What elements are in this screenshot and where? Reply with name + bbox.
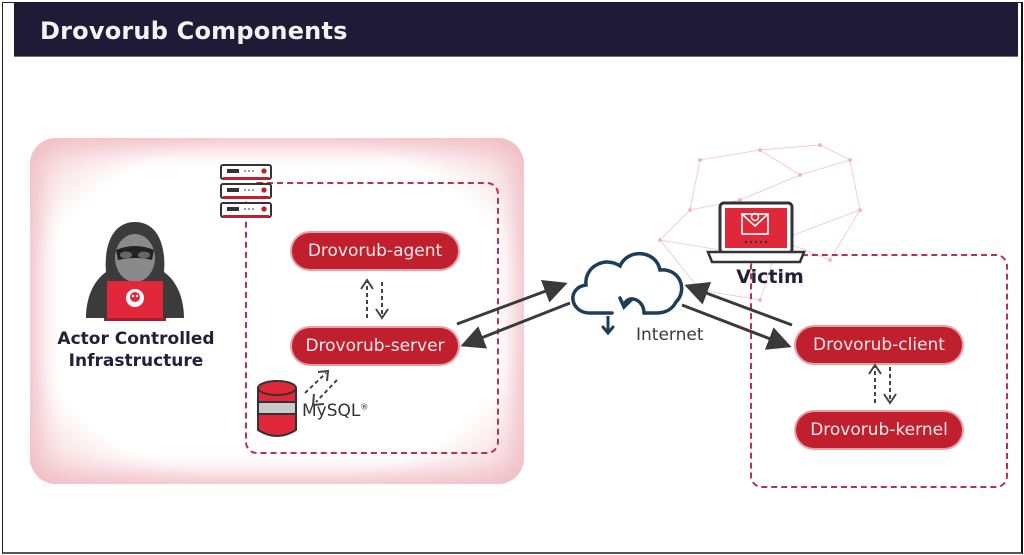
drovorub-client-node[interactable]: Drovorub-client [796,327,962,363]
page-title: Drovorub Components [40,17,348,45]
drovorub-kernel-node[interactable]: Drovorub-kernel [796,412,962,448]
actor-label: Actor Controlled Infrastructure [36,328,236,372]
arrow-server-to-internet [456,280,568,326]
arrow-internet-to-client [681,303,792,350]
drovorub-agent-node[interactable]: Drovorub-agent [292,233,458,269]
server-boundary [245,182,499,454]
drovorub-server-node[interactable]: Drovorub-server [292,328,458,364]
mysql-text: MySQL [302,401,361,421]
internet-label: Internet [636,325,704,345]
victim-boundary [750,254,1008,488]
actor-label-line2: Infrastructure [68,351,204,371]
arrow-client-to-internet [684,282,793,327]
actor-label-line1: Actor Controlled [57,329,215,349]
mysql-label: MySQL® [302,401,368,421]
title-bar: Drovorub Components [14,2,1018,57]
arrow-internet-to-server [460,301,571,349]
registered-mark: ® [360,402,369,412]
victim-label: Victim [736,266,804,288]
